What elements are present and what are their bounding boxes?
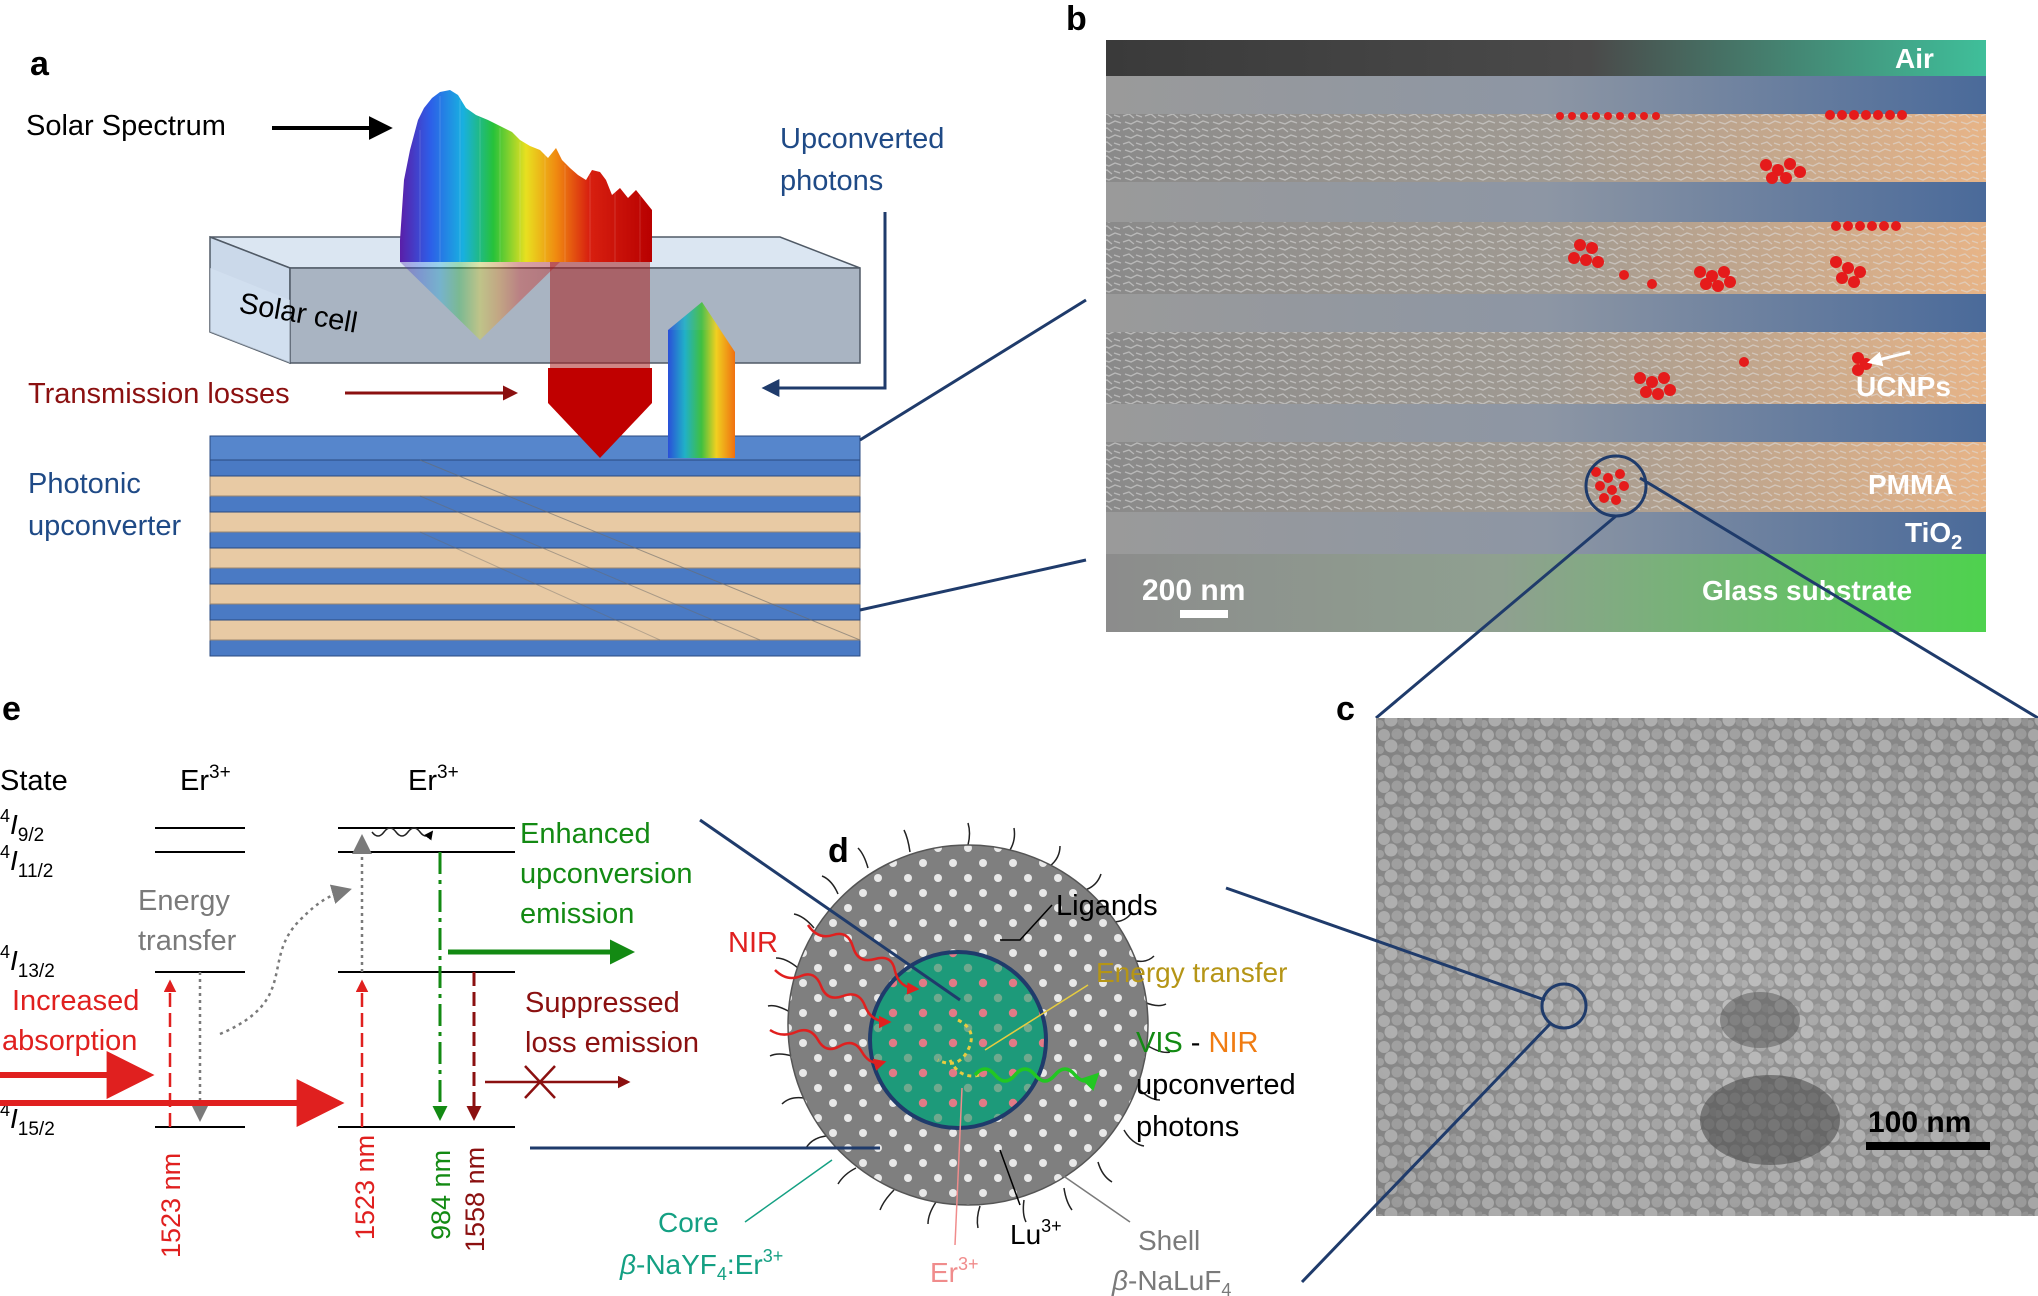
label-core-formula: β-NaYF4:Er3+ [619, 1246, 783, 1284]
label-photonic-2: upconverter [28, 510, 181, 542]
label-er: Er3+ [930, 1254, 979, 1288]
label-suppressed-2: loss emission [525, 1027, 699, 1059]
layer-tio2-4 [1106, 404, 1986, 442]
label-scalebar-c: 100 nm [1868, 1106, 1971, 1139]
layer-glass [1106, 554, 1986, 632]
label-er-col-1: Er3+ [180, 762, 231, 797]
label-energy-transfer-e1: Energy [138, 885, 230, 917]
vis-emission-arrow [973, 1067, 1100, 1092]
label-enhanced-2: upconversion [520, 858, 693, 890]
panel-letter-d: d [828, 832, 849, 870]
layer-air [1106, 40, 1986, 76]
ligand-hairs [767, 822, 1171, 1229]
scalebar-c [1866, 1142, 1990, 1150]
ucnp-particles [1556, 110, 1907, 505]
connector-e-d-top [699, 818, 961, 1002]
arrow-ucnps [1867, 350, 1911, 367]
arrow-upconverted-photons [761, 212, 887, 397]
label-transmission-losses: Transmission losses [28, 378, 290, 410]
label-upconverted-2: photons [780, 165, 883, 197]
label-energy-transfer: Energy transfer [1096, 957, 1287, 988]
label-nir: NIR [728, 927, 778, 959]
connector-b-c-right [1639, 476, 2038, 720]
label-core: Core [658, 1207, 719, 1238]
label-scalebar-b: 200 nm [1142, 574, 1245, 607]
levels-col-1 [155, 827, 245, 1128]
panel-letter-e: e [2, 690, 21, 728]
label-pmma: PMMA [1868, 469, 1954, 500]
layer-tio2-5 [1106, 512, 1986, 554]
label-air: Air [1895, 43, 1934, 74]
solar-spectrum-graphic [400, 90, 652, 340]
layer-tio2-2 [1106, 182, 1986, 222]
level-label-9-2: 4I9/2 [0, 806, 44, 846]
label-enhanced-1: Enhanced [520, 818, 651, 850]
label-suppressed-1: Suppressed [525, 987, 680, 1019]
energy-transfer-curve [219, 884, 352, 1036]
level-label-15-2: 4I15/2 [0, 1100, 55, 1140]
nir-arrows [769, 924, 920, 1071]
label-shell-formula: β-NaLuF4 [1111, 1265, 1231, 1296]
label-wl-1523-col1: 1523 nm [156, 1153, 186, 1258]
layer-tio2-1 [1106, 76, 1986, 114]
label-increased-1: Increased [12, 985, 139, 1017]
label-ligands: Ligands [1056, 890, 1158, 922]
label-state: State [0, 765, 68, 797]
panel-e: e State Er3+ Er3+ 4I9/2 4I11/2 4I13/2 4I… [0, 690, 961, 1258]
connector-b-c-left [1375, 514, 1617, 720]
label-increased-2: absorption [2, 1025, 137, 1057]
label-upconverted-1: Upconverted [780, 123, 944, 155]
connector-c-d-top [1225, 886, 1546, 1002]
level-label-13-2: 4I13/2 [0, 942, 55, 982]
label-tio2: TiO2 [1905, 517, 1962, 554]
label-solar-spectrum: Solar Spectrum [26, 110, 226, 142]
photonic-upconverter-stack [209, 435, 861, 657]
level-labels: 4I9/2 4I11/2 4I13/2 4I15/2 [0, 806, 55, 1140]
label-photonic-1: Photonic [28, 468, 141, 500]
connector-a-b-top [859, 298, 1087, 442]
panel-letter-a: a [30, 45, 50, 83]
layer-tio2-3 [1106, 294, 1986, 332]
connector-c-d-bottom [1300, 1022, 1552, 1284]
transmission-beam [548, 262, 652, 458]
label-ucnps: UCNPs [1856, 371, 1951, 402]
panel-letter-b: b [1066, 0, 1087, 38]
nanoparticle-core [868, 950, 1048, 1130]
scalebar-b [1180, 610, 1228, 618]
label-shell: Shell [1138, 1225, 1200, 1256]
label-vis-nir: VIS - NIR [1136, 1027, 1258, 1059]
cross-mark [524, 1065, 556, 1099]
level-label-11-2: 4I11/2 [0, 842, 53, 882]
label-wl-984: 984 nm [426, 1150, 456, 1240]
label-wl-1523-col2: 1523 nm [350, 1135, 380, 1240]
panel-d: d Ligands NIR E [619, 822, 1296, 1296]
panel-letter-c: c [1336, 690, 1355, 728]
nonradiative-relax [371, 827, 434, 841]
label-enhanced-3: emission [520, 898, 634, 930]
connector-a-b-bottom [859, 558, 1087, 612]
label-upconverted: upconverted [1136, 1069, 1296, 1101]
label-lu: Lu3+ [1010, 1216, 1062, 1250]
panel-b: b [1066, 0, 2038, 720]
zoom-circle-c [1540, 982, 1588, 1030]
panel-a: a [26, 45, 1087, 657]
upconverted-beam [668, 302, 735, 458]
label-photons: photons [1136, 1111, 1239, 1143]
label-er-col-2: Er3+ [408, 762, 459, 797]
label-wl-1558: 1558 nm [460, 1147, 490, 1252]
label-energy-transfer-e2: transfer [138, 925, 237, 957]
panel-c: c 100 nm [1225, 690, 2038, 1284]
